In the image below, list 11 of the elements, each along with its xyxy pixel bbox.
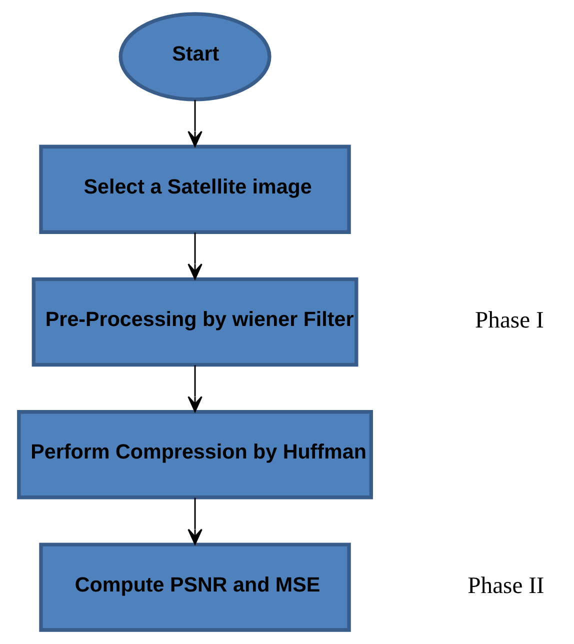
arrow	[187, 232, 202, 280]
node-box: Perform Compression by Huffman	[16, 410, 372, 500]
node-box: Compute PSNR and MSE	[38, 542, 350, 632]
node-ellipse: Start	[118, 12, 271, 102]
arrow	[187, 365, 202, 412]
arrow	[187, 498, 202, 545]
label: Phase II	[467, 572, 544, 599]
node-box: Select a Satellite image	[38, 144, 350, 234]
label: Phase I	[474, 308, 544, 334]
arrow	[187, 100, 202, 147]
node-box: Pre-Processing by wiener Filter	[31, 277, 358, 367]
